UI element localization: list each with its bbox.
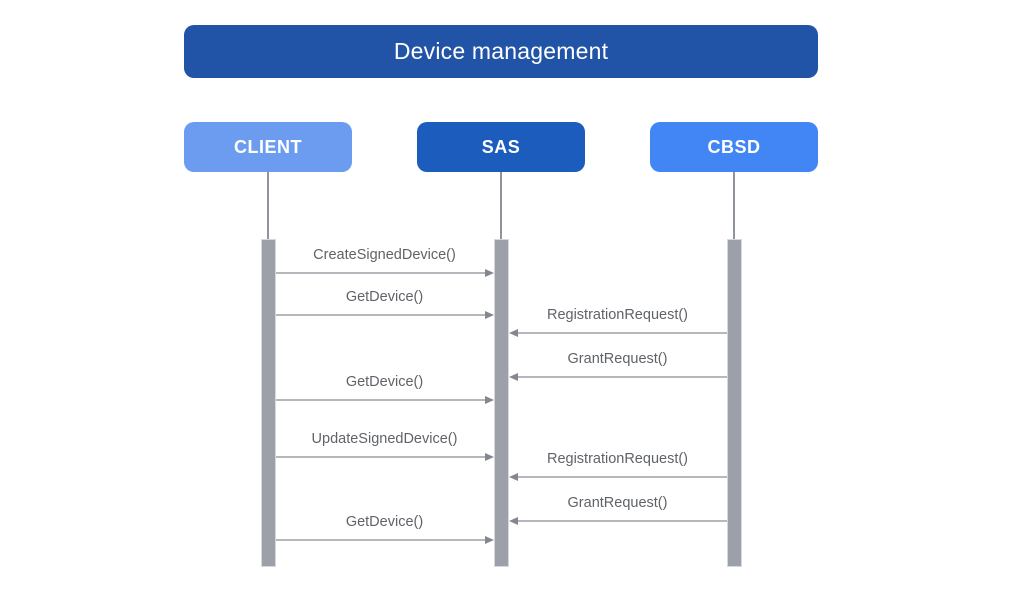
arrowhead-icon — [484, 310, 494, 319]
message-line — [516, 520, 727, 522]
message-line — [275, 399, 486, 401]
arrowhead-icon — [484, 395, 494, 404]
message-line — [516, 332, 727, 334]
message-label: RegistrationRequest() — [546, 307, 689, 323]
arrowhead-icon — [484, 535, 494, 544]
arrowhead-icon — [508, 372, 518, 381]
message-line — [275, 314, 486, 316]
message-label: GrantRequest() — [567, 495, 668, 511]
message-line — [275, 272, 486, 274]
message-label: RegistrationRequest() — [546, 451, 689, 467]
lifeline-sas — [500, 172, 502, 239]
message-line — [516, 376, 727, 378]
activation-bar-cbsd — [726, 239, 742, 567]
arrowhead-icon — [484, 452, 494, 461]
arrowhead-icon — [484, 268, 494, 277]
lifeline-cbsd — [733, 172, 735, 239]
actor-box-sas: SAS — [417, 122, 585, 172]
message-line — [275, 539, 486, 541]
activation-bar-client — [260, 239, 276, 567]
arrowhead-icon — [508, 328, 518, 337]
message-label: UpdateSignedDevice() — [311, 431, 458, 447]
arrowhead-icon — [508, 472, 518, 481]
actor-box-cbsd: CBSD — [650, 122, 818, 172]
message-line — [275, 456, 486, 458]
message-label: CreateSignedDevice() — [313, 247, 456, 263]
actor-label-sas: SAS — [481, 136, 521, 157]
actor-box-client: CLIENT — [184, 122, 352, 172]
diagram-title-bar: Device management — [184, 25, 818, 78]
message-label: GrantRequest() — [567, 351, 668, 367]
actor-label-client: CLIENT — [234, 136, 302, 157]
message-label: GetDevice() — [345, 514, 424, 530]
actor-label-cbsd: CBSD — [707, 136, 761, 157]
message-label: GetDevice() — [345, 374, 424, 390]
diagram-title: Device management — [393, 38, 609, 64]
activation-bar-sas — [493, 239, 509, 567]
lifeline-client — [267, 172, 269, 239]
message-label: GetDevice() — [345, 289, 424, 305]
message-line — [516, 476, 727, 478]
arrowhead-icon — [508, 516, 518, 525]
